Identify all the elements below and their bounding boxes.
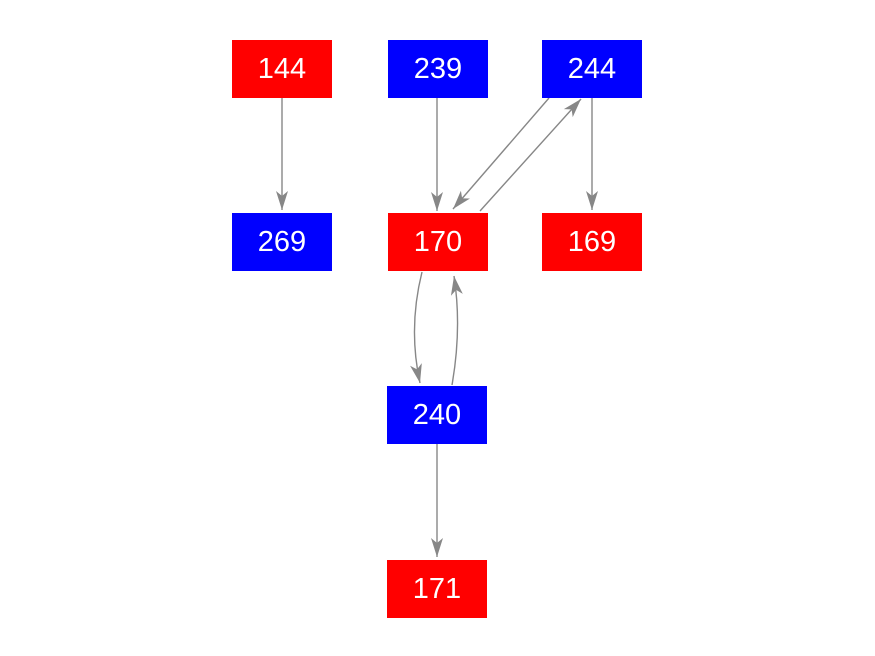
edge-170-244 [479, 98, 582, 212]
graph-node-169[interactable]: 169 [542, 213, 642, 271]
graph-node-label: 171 [412, 572, 462, 605]
graph-node-label: 170 [413, 225, 463, 258]
graph-node-label: 169 [567, 225, 617, 258]
graph-node-240[interactable]: 240 [387, 386, 487, 444]
edge-240-170 [450, 275, 463, 386]
graph-node-label: 244 [567, 52, 617, 85]
graph-node-239[interactable]: 239 [388, 40, 488, 98]
graph-node-label: 269 [257, 225, 307, 258]
graph-node-label: 144 [257, 52, 307, 85]
graph-node-label: 239 [413, 52, 463, 85]
graph-node-244[interactable]: 244 [542, 40, 642, 98]
graph-node-171[interactable]: 171 [387, 560, 487, 618]
graph-node-label: 240 [412, 398, 462, 431]
graph-node-144[interactable]: 144 [232, 40, 332, 98]
edge-244-170 [452, 97, 550, 210]
graph-node-170[interactable]: 170 [388, 213, 488, 271]
edge-170-240 [410, 271, 423, 384]
graph-node-269[interactable]: 269 [232, 213, 332, 271]
